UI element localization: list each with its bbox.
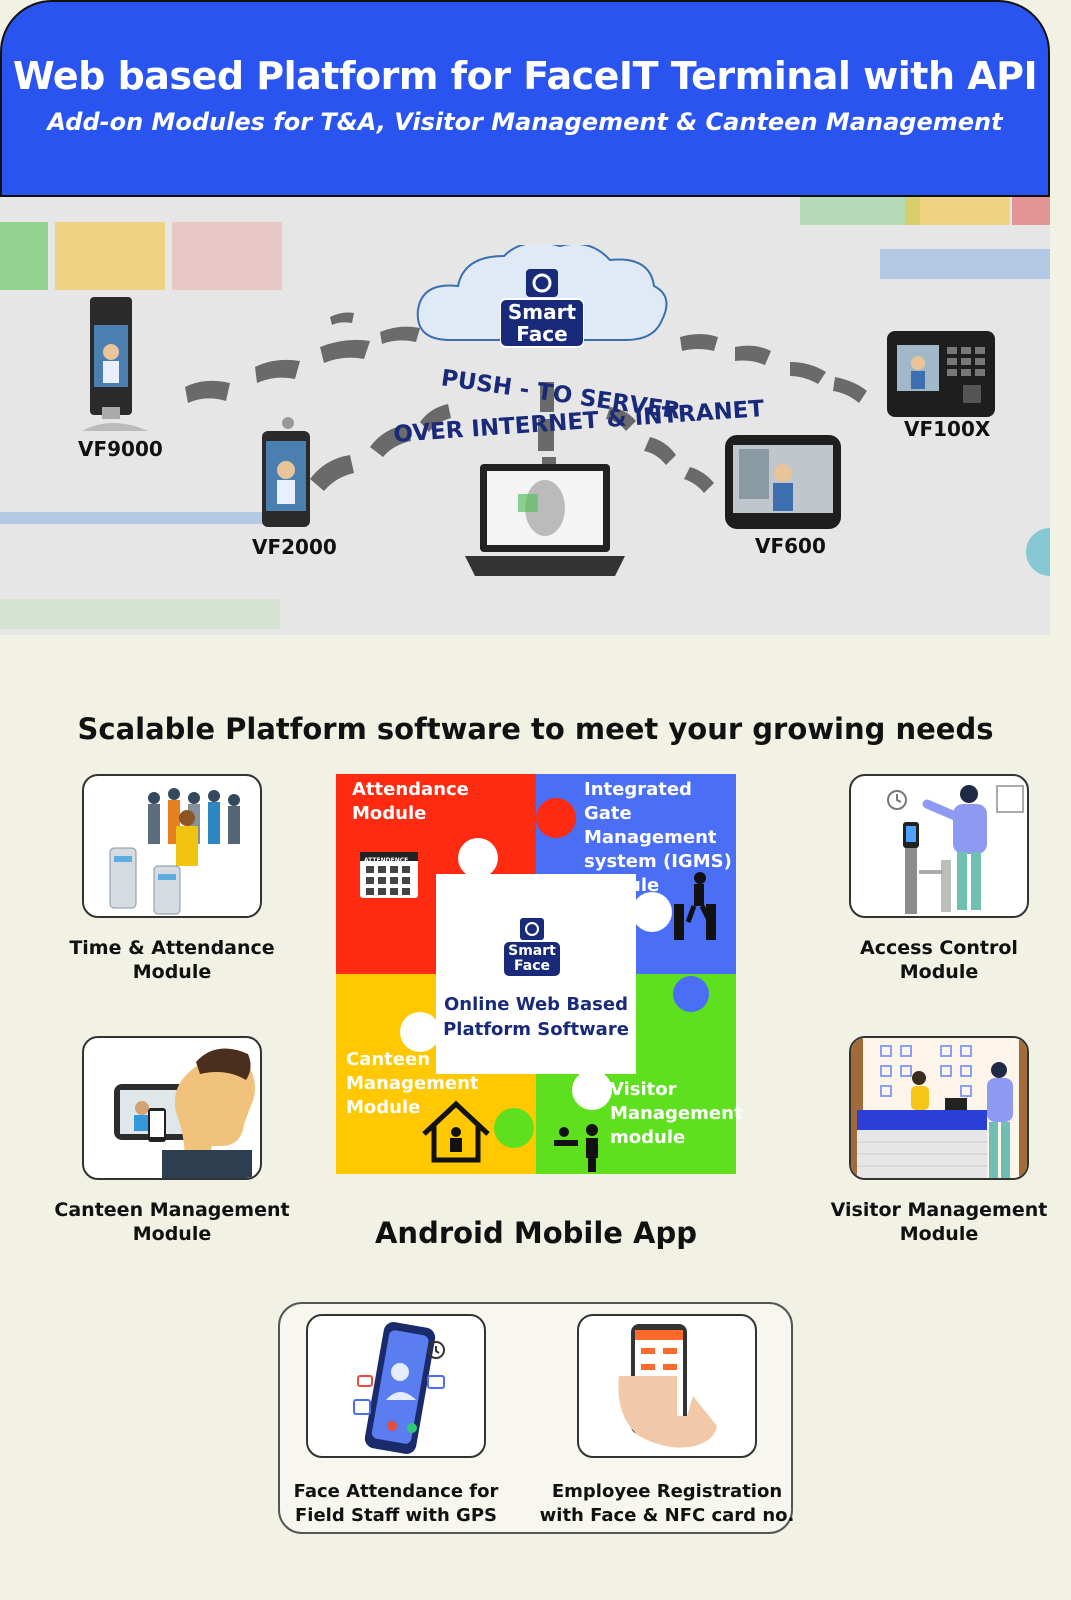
canteen-line2: Management <box>346 1073 479 1094</box>
attendance-module-line2: Module <box>352 803 427 824</box>
scalable-platform-heading: Scalable Platform software to meet your … <box>77 712 994 746</box>
igms-line3: system (IGMS) <box>584 851 732 872</box>
access-control-label: Access Control Module <box>819 936 1059 984</box>
face-attendance-line2: Field Staff with GPS <box>295 1505 497 1526</box>
employee-registration-card[interactable] <box>577 1314 757 1458</box>
igms-line1: Integrated Gate <box>584 779 692 824</box>
device-label-vf9000: VF9000 <box>78 437 163 461</box>
visitor-management-label-line1: Visitor Management <box>830 1199 1048 1221</box>
pie-chart-graphic <box>1026 528 1050 576</box>
canteen-line3: Module <box>346 1097 421 1118</box>
visitor-management-card[interactable] <box>849 1036 1029 1180</box>
vf600-device <box>725 435 841 531</box>
module-puzzle: Smart Face ATTENDENCE Attendance Module … <box>336 774 743 1174</box>
device-label-vf2000: VF2000 <box>252 535 337 559</box>
attendance-module-line1: Attendance <box>352 779 469 800</box>
access-control-label-line1: Access Control <box>860 937 1018 959</box>
employee-registration-line2: with Face & NFC card no. <box>539 1505 795 1526</box>
canteen-management-label-line1: Canteen Management <box>54 1199 290 1221</box>
canteen-management-label: Canteen Management Module <box>52 1198 292 1246</box>
face-attendance-card[interactable] <box>306 1314 486 1458</box>
smart-face-logo: Smart Face <box>499 269 585 349</box>
canteen-management-card[interactable] <box>82 1036 262 1180</box>
online-platform-line2: Platform Software <box>443 1019 629 1040</box>
time-attendance-label-line1: Time & Attendance <box>69 937 275 959</box>
logo-text-face: Face <box>516 322 568 346</box>
visitor-reception-illustration <box>851 1038 1027 1178</box>
dashboard-table <box>0 599 280 629</box>
dashboard-tile-red <box>172 222 282 290</box>
employee-registration-label: Employee Registration with Face & NFC ca… <box>537 1480 797 1528</box>
time-attendance-label-line2: Module <box>132 961 212 983</box>
vf9000-device <box>80 297 154 432</box>
canteen-line1: Canteen <box>346 1049 431 1070</box>
dashboard-tile-yellow <box>55 222 165 290</box>
face-attendance-label: Face Attendance for Field Staff with GPS <box>266 1480 526 1528</box>
online-platform-label: Online Web Based Platform Software <box>336 992 736 1042</box>
attendance-icon-caption: ATTENDENCE <box>364 857 409 864</box>
puzzle-graphic <box>336 774 736 1174</box>
page-title: Web based Platform for FaceIT Terminal w… <box>12 54 1038 98</box>
visitor-line2: Management <box>610 1103 743 1124</box>
turnstile-crowd-illustration <box>109 788 240 915</box>
puzzle-logo-smart: Smart <box>508 943 556 959</box>
dashboard-bar-blue-2 <box>0 512 280 524</box>
dashboard-bar-blue <box>880 249 1050 279</box>
visitor-line1: Visitor <box>610 1079 677 1100</box>
igms-line4: module <box>584 875 660 896</box>
dashboard-tile-red-2 <box>1012 197 1050 225</box>
visitor-line3: module <box>610 1127 686 1148</box>
device-label-vf600: VF600 <box>755 534 826 558</box>
attendance-module-label: Attendance Module <box>352 778 469 826</box>
vf100x-device <box>887 331 995 419</box>
logo-text-smart: Smart <box>507 300 577 324</box>
access-control-illustration <box>887 785 1024 914</box>
online-platform-line1: Online Web Based <box>444 994 628 1015</box>
visitor-management-label-line2: Module <box>899 1223 979 1245</box>
visitor-management-label: Visitor Management Module <box>819 1198 1059 1246</box>
igms-line2: Management <box>584 827 717 848</box>
puzzle-logo-face: Face <box>514 958 550 974</box>
igms-module-label: Integrated Gate Management system (IGMS)… <box>584 778 736 898</box>
mobile-face-attendance-illustration <box>353 1322 445 1454</box>
android-app-panel: Face Attendance for Field Staff with GPS… <box>278 1302 794 1534</box>
time-attendance-label: Time & Attendance Module <box>52 936 292 984</box>
mobile-registration-illustration <box>618 1324 717 1448</box>
face-attendance-line1: Face Attendance for <box>293 1481 499 1502</box>
access-control-label-line2: Module <box>899 961 979 983</box>
canteen-module-label: Canteen Management Module <box>346 1048 479 1120</box>
network-diagram: Smart Face PUSH - TO SERVER OVER INTERNE… <box>0 197 1050 635</box>
dashboard-tile-green-2 <box>800 197 920 225</box>
time-attendance-card[interactable] <box>82 774 262 918</box>
header-banner: Web based Platform for FaceIT Terminal w… <box>0 0 1050 197</box>
data-flow-trails <box>185 306 867 493</box>
canteen-management-label-line2: Module <box>132 1223 212 1245</box>
android-app-heading: Android Mobile App <box>374 1216 698 1250</box>
dashboard-tile-green <box>0 222 48 290</box>
face-scan-illustration <box>114 1048 255 1178</box>
vf2000-device <box>258 415 314 530</box>
laptop-device <box>463 464 628 579</box>
access-control-card[interactable] <box>849 774 1029 918</box>
device-label-vf100x: VF100X <box>904 417 991 441</box>
visitor-module-label: Visitor Management module <box>610 1078 743 1150</box>
dashboard-tile-yellow-2 <box>905 197 1010 225</box>
page-subtitle: Add-on Modules for T&A, Visitor Manageme… <box>47 108 1003 136</box>
employee-registration-line1: Employee Registration <box>551 1481 783 1502</box>
